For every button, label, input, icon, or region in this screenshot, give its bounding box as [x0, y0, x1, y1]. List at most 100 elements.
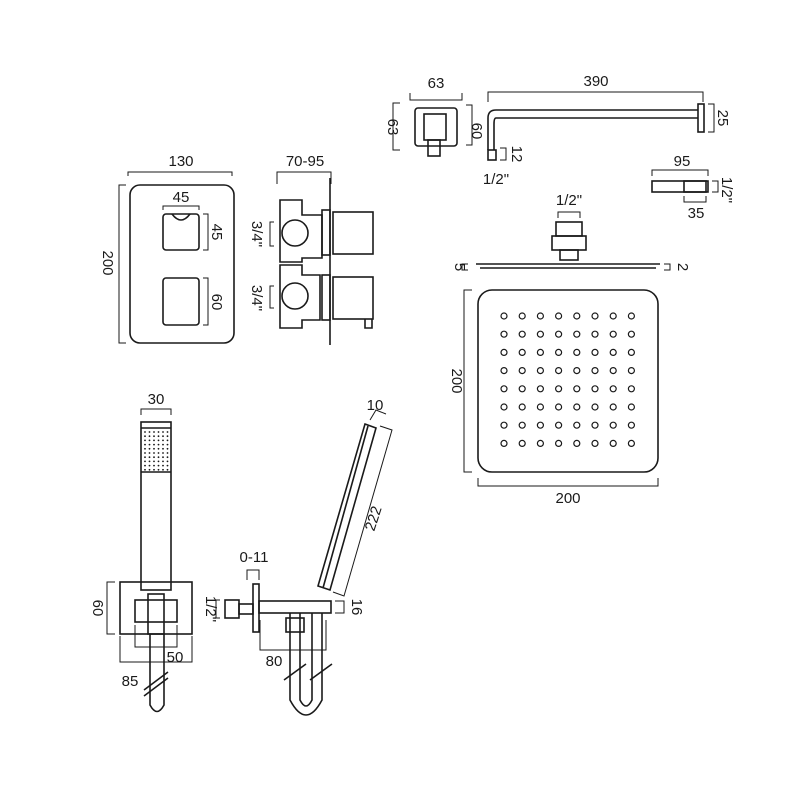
arm-drop-label: 12	[508, 146, 525, 163]
nozzle	[573, 330, 581, 338]
nozzle	[518, 367, 526, 375]
handset-nozzle	[144, 468, 146, 471]
nozzle	[536, 367, 545, 375]
handset-nozzle	[157, 431, 160, 433]
handset-nozzle	[162, 431, 164, 433]
nozzle	[536, 348, 545, 356]
nozzle	[573, 439, 581, 447]
handset-nozzle	[162, 468, 164, 471]
handset-nozzle	[144, 435, 146, 438]
small-arm-length-label: 95	[674, 153, 691, 170]
small-arm-depth-label: 35	[688, 205, 705, 222]
handset-nozzle	[148, 468, 151, 471]
handset-nozzle	[144, 431, 146, 433]
nozzle	[609, 367, 617, 375]
arm-length-label: 390	[583, 73, 608, 90]
small-arm-drawing: 95 1/2" 35	[651, 153, 735, 222]
handset-nozzle	[162, 460, 164, 463]
handset-nozzle	[166, 452, 169, 454]
handset-nozzle	[153, 447, 155, 450]
nozzle	[591, 312, 599, 320]
nozzle	[609, 348, 617, 356]
nozzle	[591, 330, 599, 338]
shower-head-side-drawing: 1/2" 5 2	[451, 192, 691, 271]
handset-nozzle	[148, 456, 151, 459]
nozzle	[500, 348, 508, 356]
nozzle	[518, 348, 526, 356]
nozzle	[609, 439, 617, 447]
nozzle	[627, 330, 636, 338]
handset-nozzle	[153, 431, 155, 433]
nozzle	[609, 421, 617, 429]
handset-nozzle	[148, 447, 151, 450]
valve-depth-label: 70-95	[286, 153, 324, 170]
nozzle	[591, 367, 599, 375]
handset-nozzle	[166, 439, 169, 442]
handset-nozzle	[162, 456, 164, 459]
handset-nozzle	[157, 443, 160, 446]
nozzle-grid	[500, 312, 636, 447]
nozzle	[573, 421, 581, 429]
plate-width-label: 85	[122, 673, 139, 690]
handset-nozzle	[157, 439, 160, 442]
handset-nozzle	[153, 460, 155, 463]
handset-nozzle	[153, 443, 155, 446]
nozzle	[554, 403, 563, 411]
plate-height-label: 60	[89, 600, 106, 617]
handset-nozzle	[148, 443, 151, 446]
inlet-bottom-label: 3/4"	[248, 285, 265, 311]
nozzle	[627, 348, 636, 356]
handset-nozzle	[162, 443, 164, 446]
handset-nozzle	[157, 447, 160, 450]
small-arm-thread-label: 1/2"	[718, 177, 735, 203]
nozzle	[500, 403, 508, 411]
handset-nozzle	[153, 452, 155, 454]
handset-nozzle	[157, 456, 160, 459]
arm-diameter-label: 25	[714, 110, 731, 127]
nozzle	[591, 348, 599, 356]
nozzle	[591, 385, 599, 393]
handset-nozzle	[144, 464, 146, 467]
handset-nozzle	[144, 447, 146, 450]
handset-nozzle	[166, 468, 169, 471]
handset-nozzle	[162, 447, 164, 450]
valve-width-label: 130	[168, 153, 193, 170]
nozzle	[500, 312, 508, 320]
head-thickness-right-label: 2	[674, 263, 691, 271]
handset-nozzle	[157, 435, 160, 438]
handset-nozzle	[148, 452, 151, 454]
handset-nozzle	[157, 464, 160, 467]
handset-nozzle	[153, 468, 155, 471]
nozzle	[500, 385, 508, 393]
nozzle	[500, 421, 508, 429]
handset-nozzle	[162, 464, 164, 467]
projection-label: 80	[266, 653, 283, 670]
handset-nozzle	[162, 439, 164, 442]
nozzle	[573, 367, 581, 375]
valve-front-drawing: 130 200 45 45 60	[99, 153, 235, 344]
nozzle	[536, 330, 545, 338]
nozzle	[536, 421, 545, 429]
handset-nozzle	[162, 435, 164, 438]
nozzle	[536, 385, 545, 393]
handset-nozzle	[166, 447, 169, 450]
head-height-label: 200	[448, 368, 465, 393]
handset-nozzle	[153, 435, 155, 438]
nozzle	[627, 367, 636, 375]
valve-side-drawing: 70-95 3/4" 3/4"	[248, 153, 374, 345]
nozzle	[627, 385, 636, 393]
nozzle	[554, 330, 563, 338]
handset-nozzle	[157, 468, 160, 471]
inner-width-label: 50	[167, 649, 184, 666]
nozzle	[627, 312, 636, 320]
handset-nozzle	[157, 460, 160, 463]
outlet-height-right-label: 60	[468, 123, 485, 140]
arm-thread-label: 1/2"	[483, 171, 509, 188]
nozzle	[573, 403, 581, 411]
head-width-side-label: 10	[367, 397, 384, 414]
nozzle	[609, 330, 617, 338]
nozzle	[536, 403, 545, 411]
handle-width-label: 45	[173, 189, 190, 206]
nozzle	[627, 403, 636, 411]
